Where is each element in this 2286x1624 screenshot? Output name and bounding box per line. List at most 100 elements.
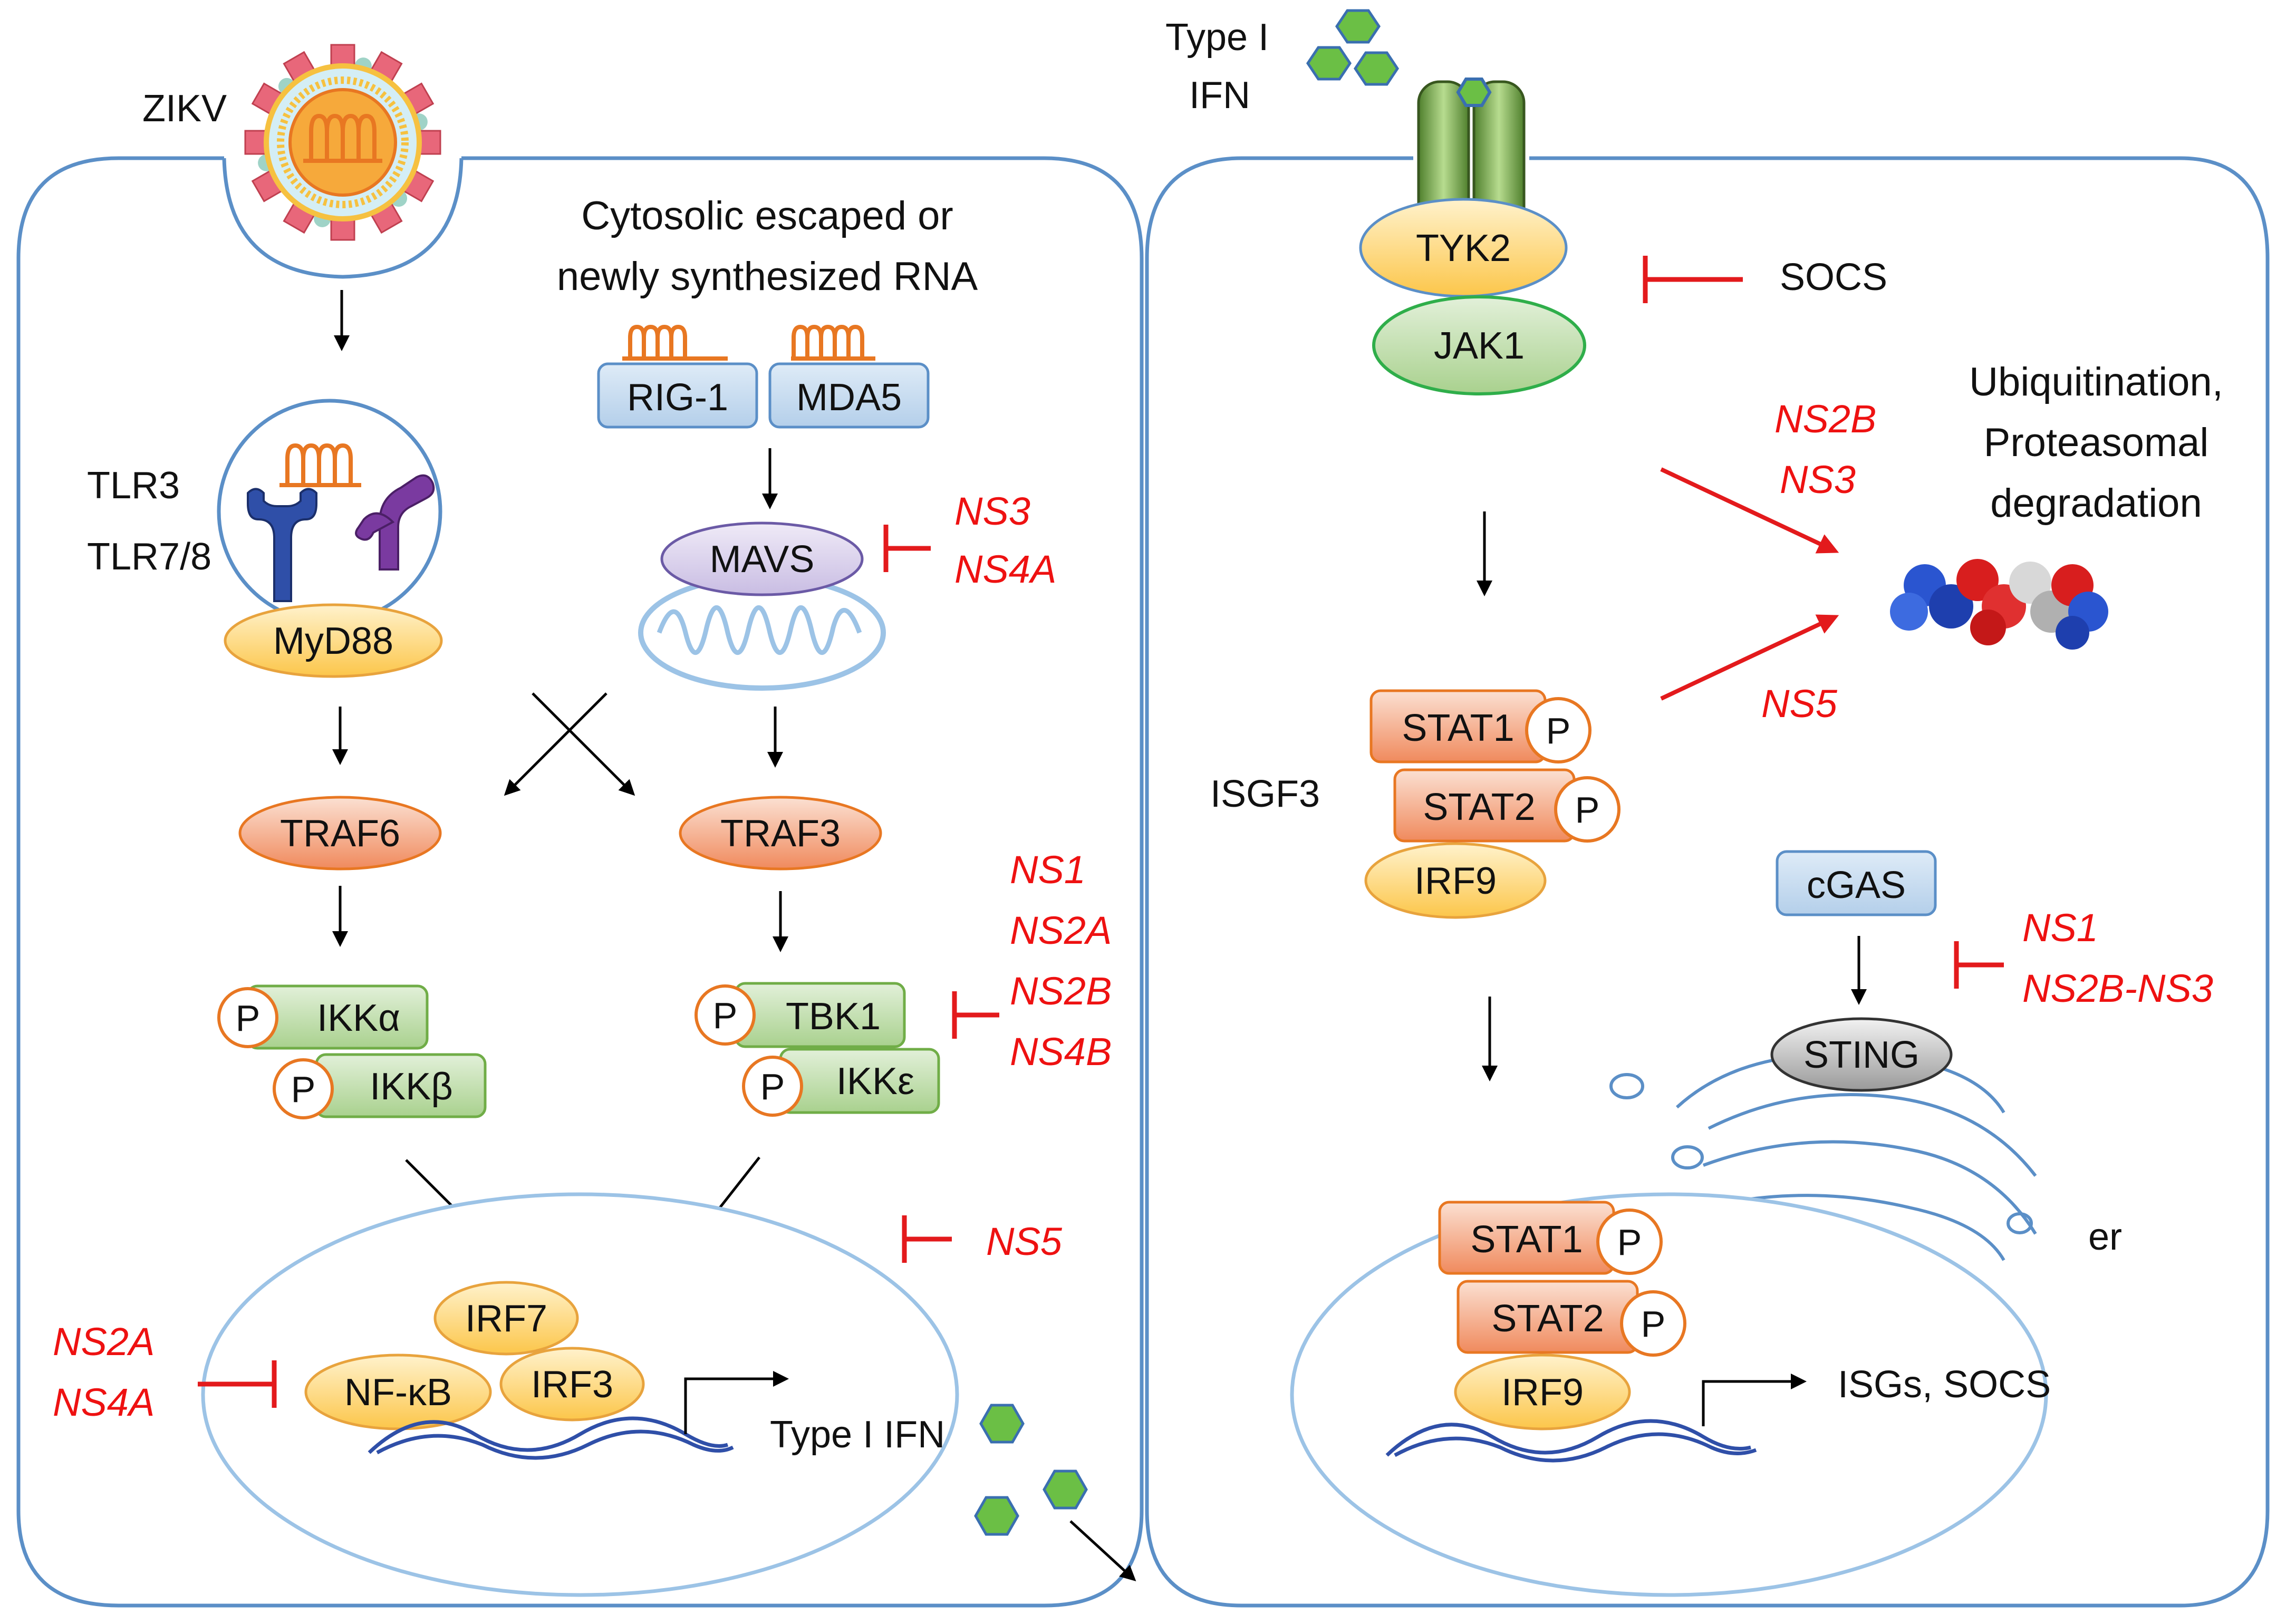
cgas-box (1776, 850, 1937, 916)
nuc-irf9-label: IRF9 (1501, 1371, 1584, 1414)
irf9-label: IRF9 (1414, 860, 1497, 902)
inhibitor-tbk1-3: NS2B (1010, 969, 1112, 1013)
ubiq-line2: Proteasomal (1984, 420, 2209, 465)
arrow-ifn-secretion (1069, 1520, 1136, 1582)
ikka-label: IKKα (317, 997, 400, 1039)
tyk2-label: TYK2 (1416, 227, 1511, 269)
rig1-box (597, 362, 758, 429)
cgas-label: cGAS (1807, 864, 1906, 906)
tbk1-p-label: P (713, 995, 738, 1036)
traf6-node (238, 796, 442, 871)
mda5-rna-icon (791, 324, 875, 361)
right-dna-helix-icon (1385, 1419, 1757, 1463)
ikke-label: IKKε (836, 1060, 914, 1103)
nuc-irf9-node (1454, 1354, 1631, 1430)
tbk1-phospho (695, 984, 756, 1046)
rna-loops-icon (303, 113, 382, 163)
inhibitor-nfkb-1: NS2A (53, 1320, 155, 1364)
virus-spikes (244, 44, 441, 241)
nuc-stat2-phospho (1620, 1290, 1686, 1357)
inhibitor-mavs-2: NS4A (954, 547, 1056, 591)
stat2-p-label: P (1575, 789, 1600, 830)
ikka-phospho (217, 987, 278, 1048)
ifn-hexagon-top-2 (1306, 46, 1352, 81)
traf3-label: TRAF3 (720, 813, 841, 855)
isgf3-label: ISGF3 (1210, 773, 1320, 815)
ifn-hexagon-top-3 (1353, 51, 1400, 86)
left-cell-membrane (16, 156, 1144, 1608)
inhibitor-tbk1 (952, 991, 999, 1039)
ifn-hexagon-top-1 (1335, 9, 1381, 44)
myd88-node (224, 603, 443, 678)
ikke-p-label: P (760, 1066, 785, 1107)
tlr78-label: TLR7/8 (87, 536, 211, 578)
arrow-cross-to-traf3 (532, 692, 635, 796)
ubiq-line1: Ubiquitination, (1969, 360, 2223, 404)
inhibitor-tbk1-4: NS4B (1010, 1030, 1112, 1074)
inhibitor-mavs (883, 525, 931, 572)
rig1-rna-icon (622, 324, 728, 361)
irf3-node (499, 1347, 645, 1422)
traf6-label: TRAF6 (280, 813, 400, 855)
isgs-socs-label: ISGs, SOCS (1838, 1364, 2051, 1406)
inhibitor-nfkb-2: NS4A (53, 1380, 155, 1424)
inhibitor-tbk1-1: NS1 (1010, 848, 1086, 892)
inhibitor-nucleus-1: NS5 (986, 1220, 1063, 1263)
socs-label: SOCS (1780, 256, 1887, 298)
proteasome-icon (1890, 559, 2108, 650)
irf7-node (433, 1281, 579, 1356)
ikkb-label: IKKβ (370, 1066, 452, 1108)
nuc-stat1-p-label: P (1617, 1222, 1642, 1263)
virus-endocytosis-curve (222, 158, 464, 279)
jak1-label: JAK1 (1434, 325, 1525, 367)
nuc-stat2-p-label: P (1641, 1303, 1666, 1345)
tbk1-label: TBK1 (786, 995, 881, 1038)
zikv-label: ZIKV (142, 88, 227, 130)
er-icon (1609, 1052, 2037, 1261)
right-transcription-arrow (1702, 1374, 1807, 1426)
jak1-node (1372, 295, 1586, 395)
sting-node (1770, 1017, 1953, 1092)
mda5-label: MDA5 (796, 376, 902, 419)
inhibitor-nucleus (902, 1215, 952, 1263)
endosome-rna-icon (279, 443, 361, 487)
inhibitor-mavs-1: NS3 (954, 489, 1030, 533)
zikv-virus (244, 44, 441, 241)
ikkb-phospho (273, 1058, 334, 1119)
inhibitor-sting-2: NS2B-NS3 (2022, 966, 2213, 1010)
arrow-proteasome-b (1660, 614, 1839, 701)
irf9-node (1364, 842, 1547, 919)
ikka-p-label: P (236, 998, 261, 1039)
mavs-label: MAVS (710, 538, 815, 581)
left-cell (16, 156, 1144, 1608)
nuc-stat1-phospho (1596, 1209, 1663, 1275)
tlr3-label: TLR3 (87, 465, 180, 507)
ifn-hexagon-3 (974, 1496, 1019, 1536)
right-cell-membrane (1145, 156, 2270, 1608)
arrow-cross-to-traf6 (504, 692, 607, 796)
tlr78-receptor-icon (355, 474, 435, 571)
stat1-label: STAT1 (1402, 707, 1514, 749)
irf3-label: IRF3 (531, 1364, 613, 1406)
inhibitor-prot-a-2: NS3 (1780, 458, 1856, 501)
ifn-hexagon-2 (1043, 1470, 1088, 1510)
er-label: er (2088, 1216, 2122, 1258)
left-transcription-arrow (684, 1371, 789, 1434)
type1-label-line2: IFN (1189, 74, 1250, 117)
ifn-receptor-icon (1417, 78, 1526, 236)
nuc-stat1-label: STAT1 (1470, 1219, 1583, 1261)
nfkb-label: NF-κB (344, 1371, 452, 1414)
traf3-node (679, 796, 882, 871)
stat1-p-label: P (1546, 710, 1571, 751)
inhibitor-prot-b-1: NS5 (1761, 682, 1838, 726)
stat1-phospho (1525, 697, 1591, 763)
inhibitor-socs (1643, 256, 1743, 303)
inhibitor-nfkb (198, 1360, 277, 1408)
rna-text-line2: newly synthesized RNA (557, 254, 978, 299)
nfkb-node (304, 1354, 492, 1430)
ikkb-p-label: P (291, 1069, 316, 1110)
inhibitor-prot-a-1: NS2B (1774, 397, 1876, 441)
sting-label: STING (1803, 1034, 1920, 1076)
mavs-node (660, 521, 864, 596)
